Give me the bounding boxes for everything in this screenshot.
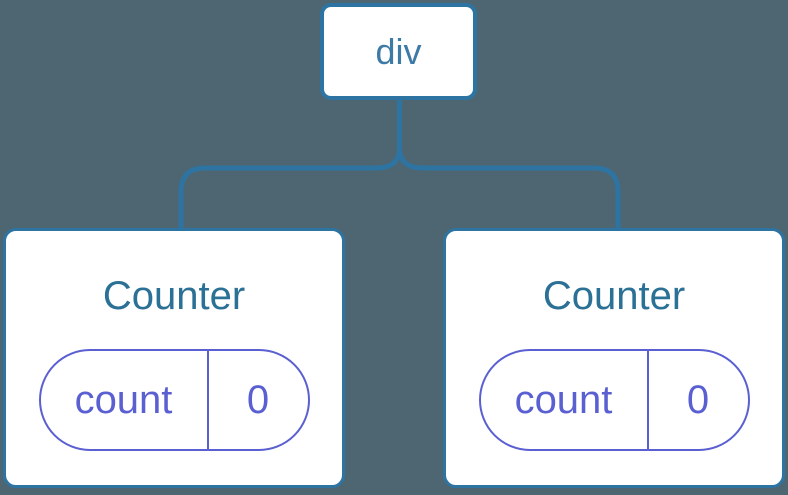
connector-right-branch [397, 147, 621, 230]
state-value: 0 [686, 377, 710, 422]
connector-left-branch [178, 147, 402, 230]
state-value: 0 [246, 377, 270, 422]
component-title: Counter [542, 274, 686, 318]
root-node-div: div [320, 3, 477, 100]
counter-node-left: Counter count 0 [3, 228, 345, 488]
state-key: count [41, 351, 209, 449]
state-pill: count 0 [38, 349, 310, 451]
component-title: Counter [102, 274, 246, 318]
counter-node-right: Counter count 0 [443, 228, 785, 488]
root-node-label: div [375, 30, 422, 72]
state-pill: count 0 [478, 349, 750, 451]
state-key: count [481, 351, 649, 449]
